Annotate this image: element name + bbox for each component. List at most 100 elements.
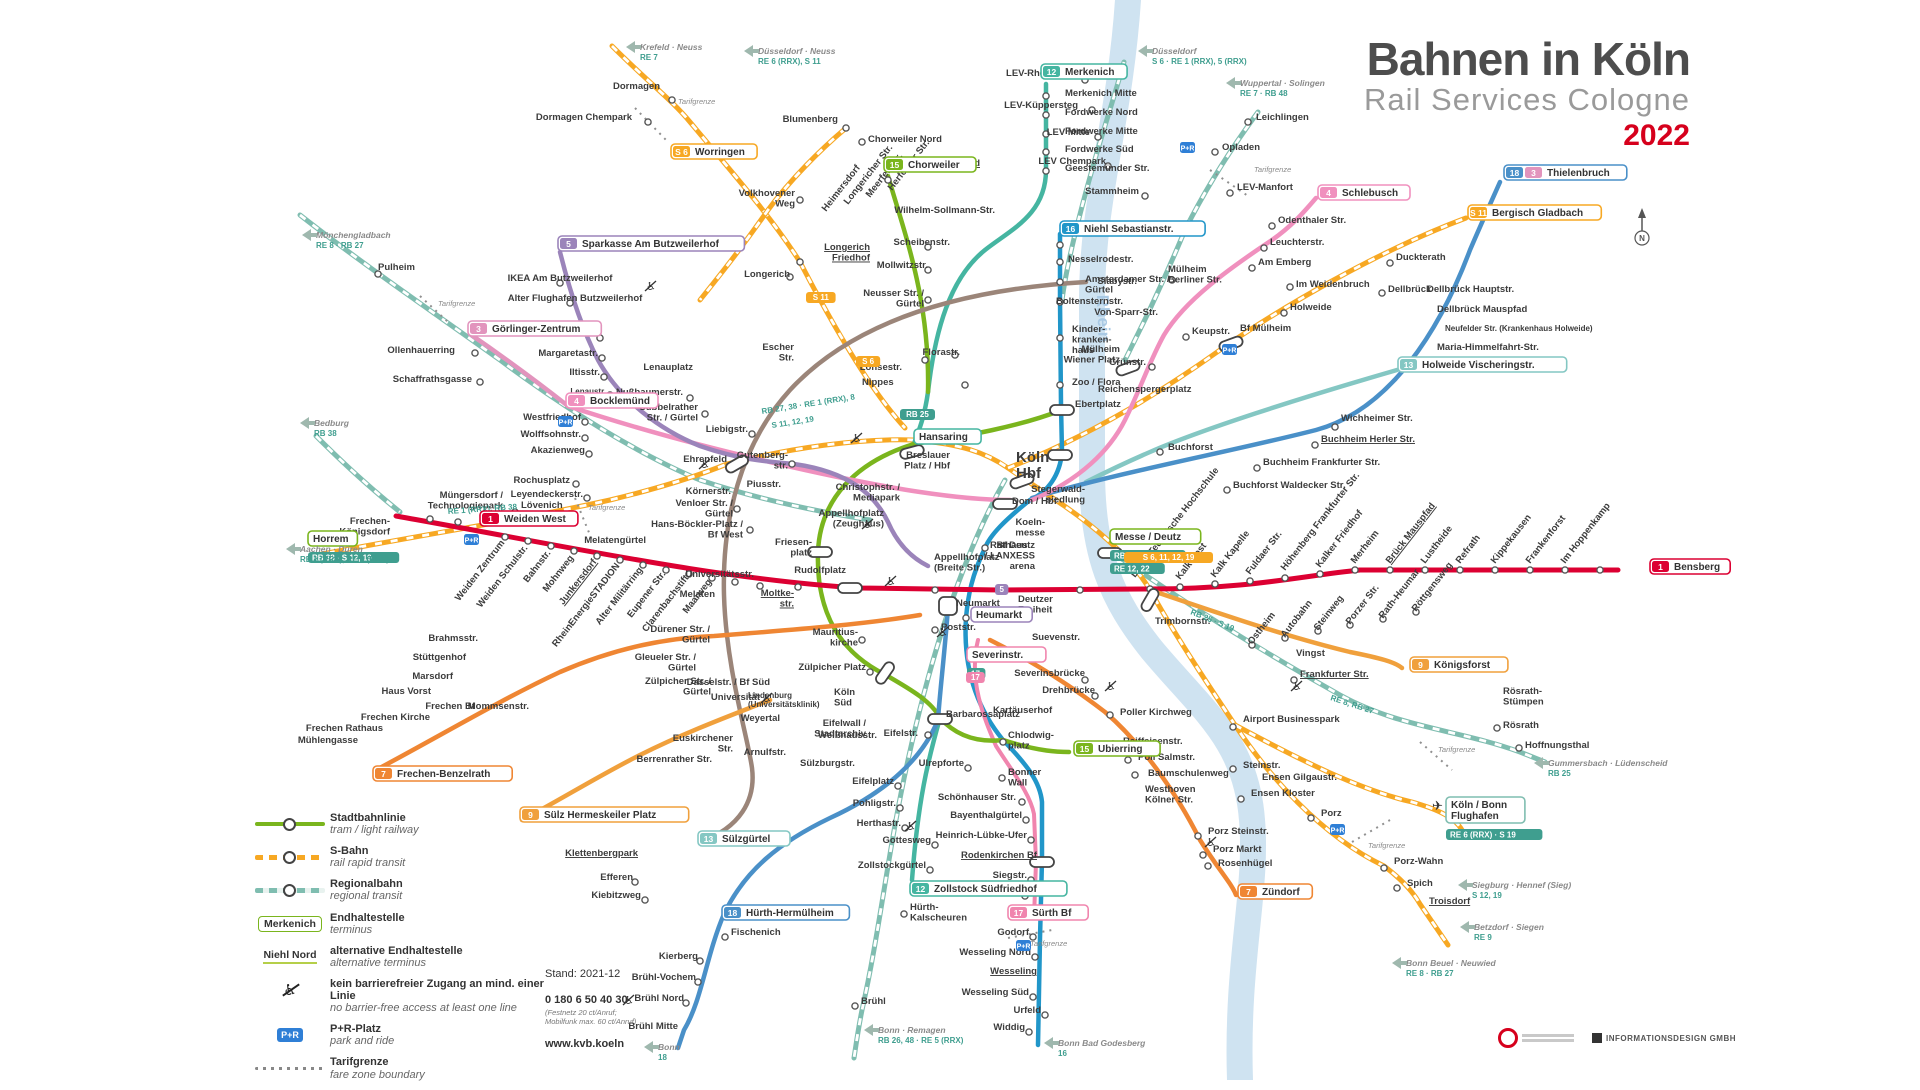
station-dot [1229, 765, 1237, 773]
station-label: Brahmsstr. [428, 633, 478, 644]
station-label: Eifelplatz [852, 776, 894, 787]
svg-text:9: 9 [1418, 660, 1423, 670]
terminus-label: Chorweiler [908, 160, 960, 171]
station-label: Widdig [993, 1022, 1025, 1033]
station-label: Stüttgenhof [413, 652, 467, 663]
interchange-barbarossaplatz [927, 713, 953, 725]
station-dot [1031, 953, 1039, 961]
station-label: Zoo / Flora [1072, 377, 1121, 388]
park-and-ride-icon [1180, 142, 1195, 153]
station-label: Trimbornstr. [1155, 616, 1210, 627]
line-badge [1043, 66, 1060, 77]
terminus-label: Thielenbruch [1547, 168, 1610, 179]
station-dot [1204, 862, 1212, 870]
station-dot [1386, 566, 1394, 574]
station-dot [1056, 258, 1064, 266]
station-label: Kiebitzweg [591, 890, 641, 901]
station-label: Poll Salmstr. [1138, 752, 1195, 763]
terminus-label: Horrem [313, 534, 349, 545]
station-dot [585, 450, 593, 458]
informationsdesign-logo: INFORMATIONSDESIGN GMBH [1592, 1033, 1736, 1043]
legend-item-sbahn: S-Bahn rail rapid transit [250, 845, 560, 869]
fare-boundary-label: Tarifgrenze [678, 97, 715, 106]
station-dot [682, 999, 690, 1007]
station-dot [796, 196, 804, 204]
station-label: Zülpicher Str. /Gürtel [645, 676, 711, 698]
svg-text:P+R: P+R [1017, 944, 1031, 951]
line-badge [724, 907, 741, 918]
station-label: Ebertplatz [1075, 399, 1121, 410]
direction-arrow-icon [744, 45, 759, 57]
station-dot [921, 356, 929, 364]
direction-arrow-icon [300, 417, 315, 429]
legend-item-no-barrier-free: ♿ kein barrierefreier Zugang an mind. ei… [250, 978, 560, 1014]
svg-text:S 6: S 6 [675, 147, 688, 157]
station-dot [1331, 423, 1339, 431]
svg-text:P+R: P+R [559, 420, 573, 427]
station-label: Mollwitzstr. [877, 260, 928, 271]
station-label: LEV-Rheindorf [1006, 68, 1073, 79]
svg-text:♿: ♿ [906, 821, 916, 833]
station-label: Piusstr. [747, 479, 781, 490]
line-badge [1076, 743, 1093, 754]
station-dot [1156, 448, 1164, 456]
svg-text:Bonn: Bonn [658, 1042, 680, 1052]
svg-text:9: 9 [528, 810, 533, 820]
svg-text:16: 16 [1058, 1049, 1067, 1058]
station-label: Godorf [997, 927, 1029, 938]
station-dot [981, 544, 989, 552]
station-dot [1281, 634, 1289, 642]
park-and-ride-icon [558, 416, 573, 427]
svg-text:P+R: P+R [1181, 146, 1195, 153]
line-badge [375, 768, 392, 779]
station-label: Klettenbergpark [565, 848, 639, 859]
terminus-label: Niehl Sebastianstr. [1084, 224, 1174, 235]
svg-text:RB 26, 48 · RE 5 (RRX): RB 26, 48 · RE 5 (RRX) [878, 1036, 964, 1045]
line-badge [1652, 561, 1669, 572]
station-dot [1378, 289, 1386, 297]
station-label: Steinstr. [1243, 760, 1281, 771]
station-dot [924, 243, 932, 251]
station-label: Schönhauser Str. [938, 792, 1016, 803]
svg-text:RE 9: RE 9 [1474, 933, 1492, 942]
station-dot [1042, 92, 1050, 100]
svg-text:P+R: P+R [1223, 348, 1237, 355]
station-dot [701, 410, 709, 418]
station-dot [964, 764, 972, 772]
station-dot [788, 460, 796, 468]
svg-text:♿: ♿ [624, 995, 634, 1007]
station-dot [572, 480, 580, 488]
station-label: Airport Businesspark [1243, 714, 1340, 725]
station-label: Liebigstr. [706, 424, 748, 435]
no-barrier-free-icon: ♿ [760, 692, 773, 705]
station-label: Bayenthalgürtel [950, 810, 1022, 821]
line4-west [565, 403, 1013, 503]
station-label: IKEA Am Butzweilerhof [508, 273, 614, 284]
station-label: Leyendeckerstr. [511, 489, 583, 500]
svg-text:RE 1 (RRX), RE 9 (RRX): RE 1 (RRX), RE 9 (RRX) [300, 555, 389, 564]
legend-label: S-Bahn [330, 845, 369, 858]
svg-text:RB 38 · S 12, 19: RB 38 · S 12, 19 [312, 554, 372, 563]
svg-text:♿: ♿ [762, 693, 772, 705]
station-label: Merheim [1349, 528, 1382, 566]
map-edition-date: Stand: 2021-12 [545, 968, 621, 980]
legend-item-regionalbahn: Regionalbahn regional transit [250, 878, 560, 902]
svg-text:18: 18 [1510, 168, 1520, 178]
station-label: Dellbrück Mauspfad [1437, 304, 1527, 315]
fare-5 [1209, 169, 1249, 197]
station-dot [1081, 676, 1089, 684]
legend-label: Endhaltestelle [330, 911, 405, 924]
svg-text:Bedburg: Bedburg [314, 418, 350, 428]
no-barrier-free-icon: ♿ [698, 458, 711, 471]
station-label: Christophstr. /Mediapark [836, 482, 901, 504]
no-barrier-free-icon: ♿ [861, 518, 874, 531]
terminus-label: Zollstock Südfriedhof [934, 884, 1037, 895]
